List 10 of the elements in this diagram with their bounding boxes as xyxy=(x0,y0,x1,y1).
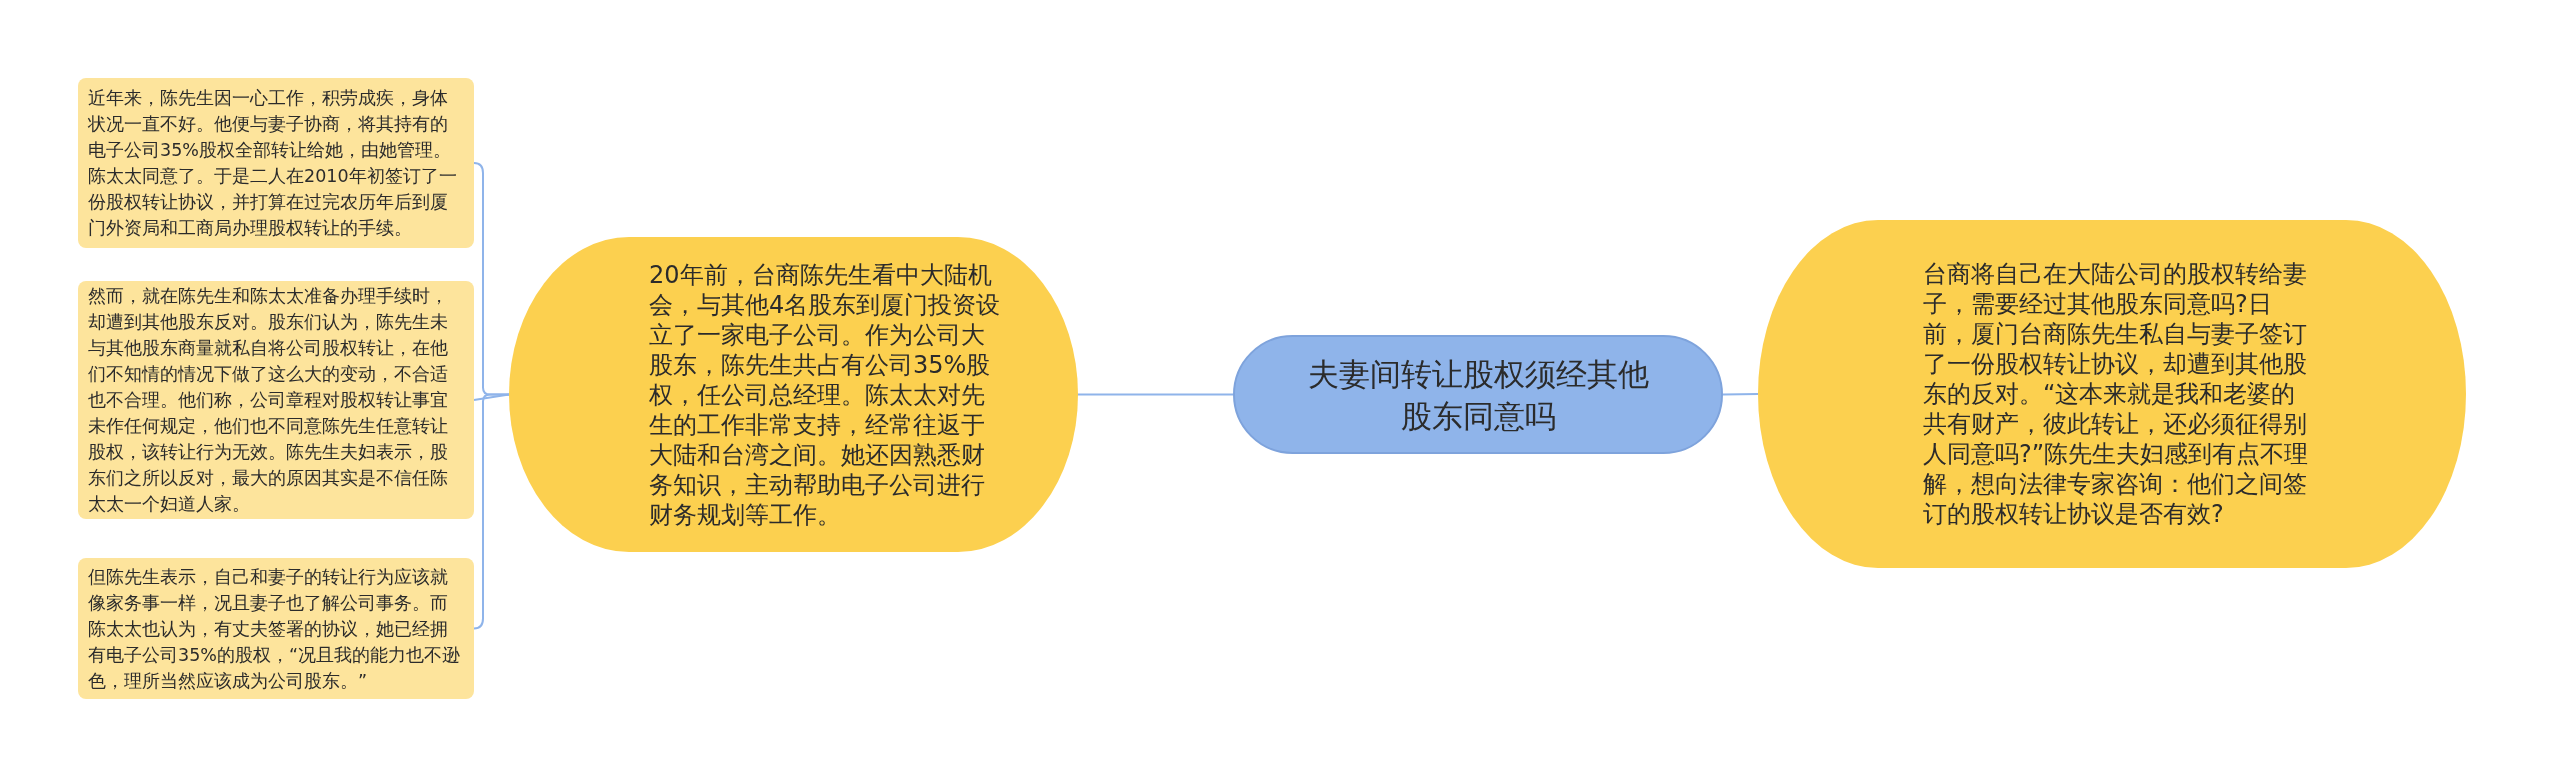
note-text: 但陈先生表示，自己和妻子的转让行为应该就像家务事一样，况且妻子也了解公司事务。而陈太太也认为，有丈夫签署的协议，她已经拥有电子公司35%的股权，“况且我的能力也不逊色，理所当然应该成为公司股东。” xyxy=(88,565,461,693)
connector-line xyxy=(473,393,510,630)
connector-line xyxy=(1722,393,1759,396)
topic-text: 20年前，台商陈先生看中大陆机会，与其他4名股东到厦门投资设立了一家电子公司。作为公司大股东，陈先生共占有公司35%股权，任公司总经理。陈太太对先生的工作非常支持，经常往返于大陆和台湾之间。她还因熟悉财务知识，主动帮助电子公司进行财务规划等工作。 xyxy=(649,259,1002,530)
note-card xyxy=(78,78,474,248)
topic-text: 台商将自己在大陆公司的股权转给妻子，需要经过其他股东同意吗?日前，厦门台商陈先生私自与妻子签订了一份股权转让协议，却遭到其他股东的反对。“这本来就是我和老婆的共有财产，彼此转让，还必须征得别人同意吗?”陈先生夫妇感到有点不理解，想向法律专家咨询：他们之间签订的股权转让协议是否有效? xyxy=(1923,259,2310,529)
connector-line xyxy=(1077,393,1234,396)
topic-text: 夫妻间转让股权须经其他股东同意吗 xyxy=(1306,354,1650,436)
note-text: 然而，就在陈先生和陈太太准备办理手续时，却遭到其他股东反对。股东们认为，陈先生未与其他股东商量就私自将公司股权转让，在他们不知情的情况下做了这么大的变动，不合适也不合理。他们称，公司章程对股权转让事宜未作任何规定，他们也不同意陈先生任意转让股权，该转让行为无效。陈先生夫妇表示，股东们之所以反对，最大的原因其实是不信任陈太太一个妇道人家。 xyxy=(88,285,449,516)
note-text: 近年来，陈先生因一心工作，积劳成疾，身体状况一直不好。他便与妻子协商，将其持有的电子公司35%股权全部转让给她，由她管理。陈太太同意了。于是二人在2010年初签订了一份股权转让协议，并打算在过完农历年后到厦门外资局和工商局办理股权转让的手续。 xyxy=(88,87,458,240)
